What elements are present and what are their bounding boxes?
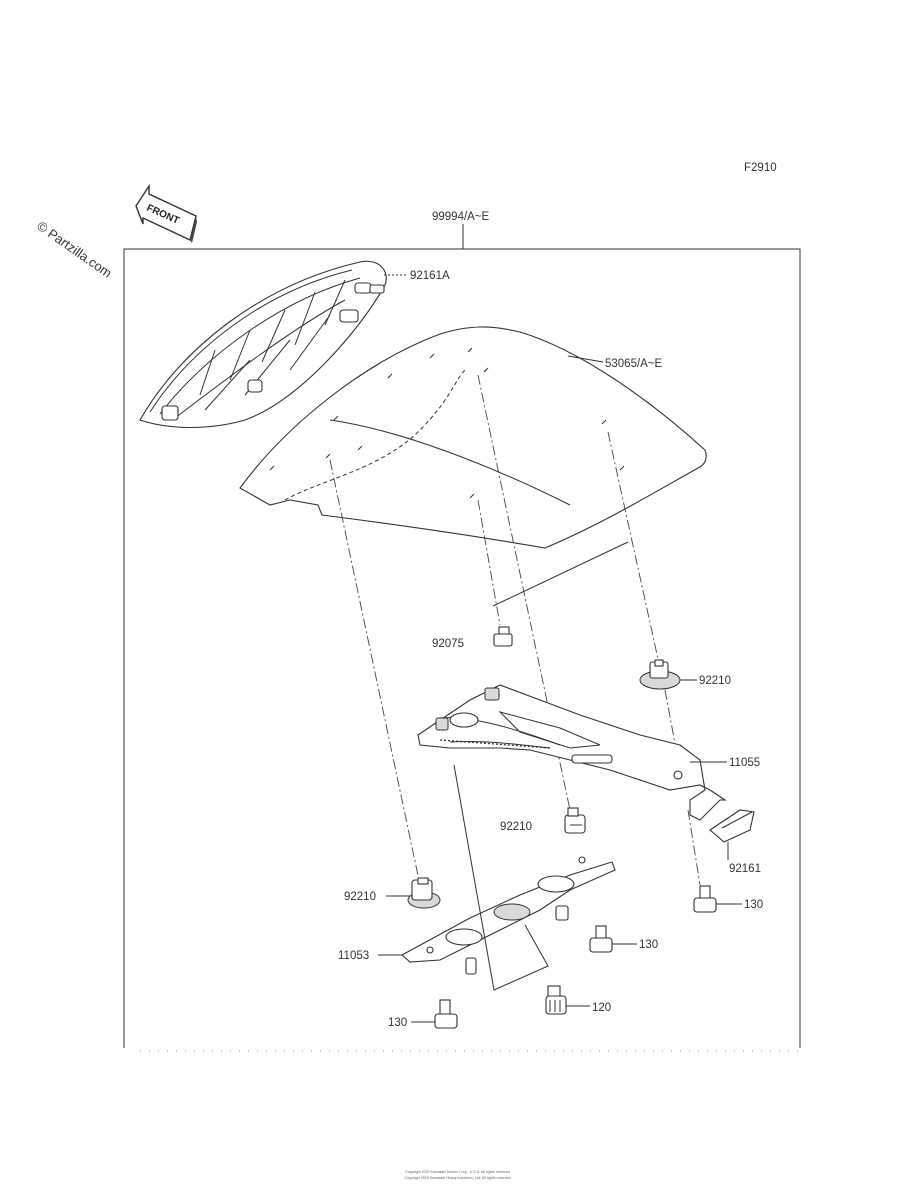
seat-cowl-frame: [139, 260, 387, 428]
cowl-stud-icon: [161, 282, 385, 421]
label-92210-top: 92210: [699, 675, 731, 687]
diagram-code: F2910: [744, 162, 777, 174]
screw-120-icon: [545, 985, 567, 1015]
label-130-left: 130: [388, 1017, 407, 1029]
front-arrow-icon: FRONT: [135, 183, 197, 243]
pad-92161: [709, 809, 755, 843]
label-11055: 11055: [729, 757, 760, 769]
label-92161: 92161: [729, 863, 761, 875]
bolt-130-right-icon: [693, 885, 717, 913]
label-120: 120: [592, 1002, 611, 1014]
label-11053: 11053: [338, 950, 369, 962]
footer-line-2: Copyright 2020 Kawasaki Heavy Industries…: [404, 1176, 511, 1180]
label-92161A: 92161A: [410, 270, 450, 282]
bracket-11053: [401, 856, 616, 975]
label-130-right: 130: [744, 899, 763, 911]
nut-92210-mid-icon: [564, 807, 586, 834]
seat-cover: [239, 326, 707, 549]
label-92210-left: 92210: [344, 891, 376, 903]
alignment-lines: [329, 374, 701, 886]
bolt-130-mid-icon: [589, 925, 613, 953]
nut-92210-top-icon: [639, 659, 681, 690]
assembly-label: 99994/A~E: [432, 211, 490, 223]
label-92210-mid: 92210: [500, 821, 532, 833]
bolt-130-left-icon: [434, 999, 458, 1029]
footer-line-1: Copyright 2020 Kawasaki Motors Corp., U.…: [405, 1170, 510, 1174]
watermark: © Partzilla.com: [34, 218, 114, 281]
label-53065: 53065/A~E: [605, 358, 663, 370]
bracket-11055: [417, 684, 727, 821]
label-92075: 92075: [432, 638, 464, 650]
label-130-mid: 130: [639, 939, 658, 951]
assembly-bracket: 99994/A~E: [123, 211, 801, 1052]
nut-92210-left-icon: [407, 877, 441, 909]
bolt-92075-icon: [493, 626, 513, 647]
